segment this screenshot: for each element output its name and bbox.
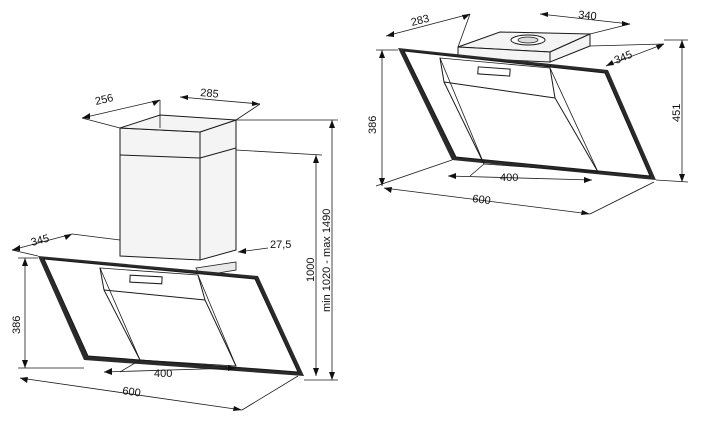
arrow-right-hood-height-b (379, 178, 385, 186)
left-control-strip (129, 274, 163, 285)
arrow-right-inner-width-a (448, 173, 456, 179)
arrow-right-hood-depth-a (606, 60, 614, 66)
dim-outlet-width: 340 (578, 9, 598, 23)
arrow-inner-width-a (104, 368, 112, 375)
arrow-chimney-width-a (180, 95, 188, 100)
arrow-height-range-b (329, 372, 335, 380)
ext-line-right-hood-width (589, 181, 655, 215)
dim-line-outlet-width (539, 13, 631, 25)
arrow-outlet-depth-a (386, 31, 394, 37)
dim-chimney-depth: 256 (94, 92, 115, 108)
arrow-total-height-a (679, 40, 685, 48)
arrow-outlet-width-b (622, 21, 630, 26)
arrow-right-hood-height-a (379, 50, 385, 58)
arrow-hood-depth-a (12, 245, 20, 251)
arrow-hood-height-a (22, 258, 28, 266)
dim-height-range: min 1020 - max 1490 (321, 209, 333, 312)
dim-line-outlet-depth (385, 13, 471, 37)
left-glass-panel (43, 258, 299, 373)
dim-line-right-inner-width (447, 175, 593, 181)
dim-total-height: 451 (671, 104, 683, 122)
dim-right-hood-width: 600 (472, 193, 492, 207)
arrow-chimney-depth-b (152, 100, 160, 106)
chimney-upper-side (199, 119, 237, 261)
right-control-strip (477, 66, 511, 77)
ext-line-body-height-top (235, 149, 323, 156)
arrow-outlet-depth-b (462, 14, 470, 20)
dim-line-hood-depth (11, 233, 73, 251)
ext-line-outlet-depth (457, 13, 471, 48)
dim-line-hood-width (19, 377, 243, 411)
outlet-hole-inner (517, 36, 539, 44)
arrow-body-height-a (313, 155, 319, 163)
right-body-lip (443, 81, 556, 99)
dim-glass-thickness: 27,5 (270, 239, 291, 251)
arrow-hood-depth-b (64, 234, 72, 240)
arrow-chimney-depth-a (82, 113, 90, 119)
left-hood-view: 256 285 27,5 345 386 400 (11, 87, 338, 411)
dim-right-hood-height: 386 (367, 116, 379, 134)
ext-line-right-hood-height-bottom (375, 159, 453, 187)
arrow-right-hood-width-a (384, 187, 392, 193)
right-hood-view: 283 340 345 386 451 400 (367, 9, 689, 215)
dim-hood-width: 600 (122, 385, 142, 399)
arrow-outlet-width-a (540, 12, 548, 17)
arrow-total-height-b (679, 174, 685, 182)
dim-line-chimney-depth (81, 99, 161, 119)
dim-inner-width: 400 (154, 368, 172, 380)
dim-line-chimney-width (179, 96, 261, 105)
dim-body-height: 1000 (305, 258, 317, 282)
ext-line-chimney-depth-a (81, 117, 121, 129)
ext-line-total-height-bottom (655, 179, 689, 183)
ext-line-inner-width-a (119, 359, 141, 373)
arrow-right-inner-width-b (584, 177, 592, 183)
dim-right-hood-depth: 345 (613, 49, 635, 67)
chimney-joint-front (119, 154, 201, 159)
chimney-upper-front (119, 127, 201, 261)
arrow-body-height-b (313, 368, 319, 376)
ext-line-chimney-width (235, 103, 261, 121)
dim-hood-height: 386 (11, 316, 23, 334)
left-body-lip (103, 289, 206, 301)
ext-line-right-inner-width (469, 163, 485, 177)
ext-line-hood-width (241, 375, 299, 411)
dim-chimney-width: 285 (200, 87, 219, 101)
arrow-inner-width-b (228, 365, 236, 371)
ext-line-hood-depth (11, 249, 39, 257)
arrow-height-range-a (329, 120, 335, 128)
dim-hood-depth: 345 (30, 233, 51, 249)
dim-outlet-depth: 283 (410, 13, 431, 29)
arrow-right-hood-depth-b (656, 44, 664, 50)
right-glass-panel (403, 50, 651, 177)
arrow-right-hood-width-b (581, 210, 590, 215)
arrow-chimney-width-b (252, 101, 260, 106)
arrow-hood-width-b (233, 406, 242, 411)
dim-line-right-hood-width (383, 187, 591, 215)
arrow-glass-thickness (238, 248, 246, 254)
dim-right-inner-width: 400 (500, 172, 518, 184)
ext-line-hood-depth-b (71, 233, 121, 241)
chimney-joint-side (199, 147, 237, 159)
arrow-hood-height-b (22, 360, 28, 368)
ext-line-right-hood-depth (589, 43, 665, 47)
dim-line-right-hood-depth (605, 43, 665, 67)
dim-line-inner-width (103, 367, 237, 373)
arrow-hood-width-a (20, 377, 28, 383)
